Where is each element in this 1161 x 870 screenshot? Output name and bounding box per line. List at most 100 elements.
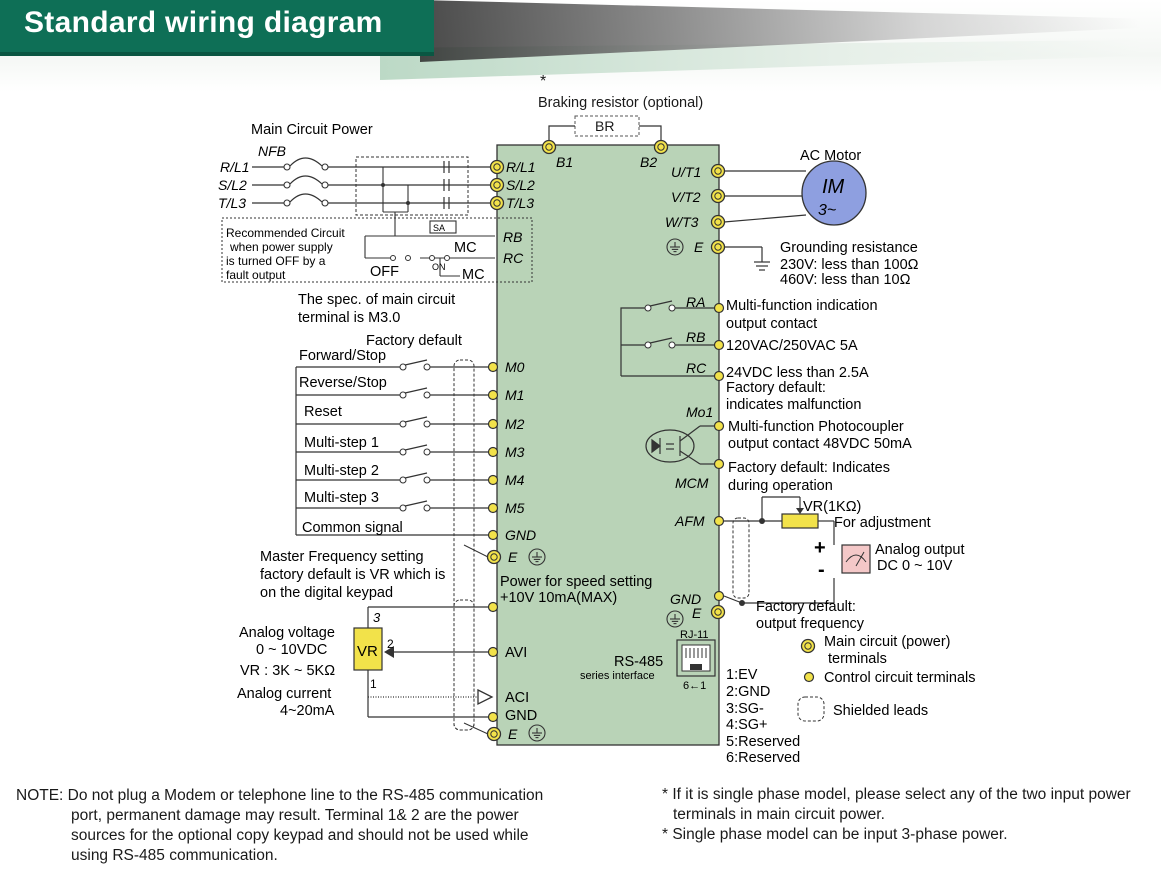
photocoupler-symbol bbox=[645, 429, 695, 463]
mc-label-upper: MC bbox=[454, 240, 477, 256]
motor-phase-label: 3~ bbox=[818, 202, 836, 219]
main-power-label: Main Circuit Power bbox=[251, 122, 373, 138]
input-label-reset: Reset bbox=[304, 404, 342, 420]
terminal-rc-relay: RC bbox=[686, 360, 707, 376]
afm-shield bbox=[732, 517, 750, 599]
power-line-s: S/L2 bbox=[218, 177, 247, 193]
recommended-box-upper bbox=[355, 156, 469, 216]
spec-note-1: The spec. of main circuit bbox=[298, 292, 455, 308]
legend-shield: Shielded leads bbox=[833, 703, 928, 719]
grounding-label-2: 230V: less than 100Ω bbox=[780, 257, 919, 273]
analog-meter-icon bbox=[841, 544, 871, 574]
input-shield bbox=[453, 359, 475, 731]
afm-minus: - bbox=[818, 559, 825, 581]
e-label-motor: E bbox=[694, 239, 704, 255]
photo-desc-3: Factory default: Indicates bbox=[728, 460, 890, 476]
rs485-pin-6: 6:Reserved bbox=[726, 750, 800, 766]
legend-main-1: Main circuit (power) bbox=[824, 634, 951, 650]
note-right-line-3: * Single phase model can be input 3-phas… bbox=[662, 826, 1008, 843]
note-left-line-1: NOTE: Do not plug a Modem or telephone l… bbox=[16, 787, 544, 804]
analog-voltage-label: Analog voltage bbox=[239, 625, 335, 641]
motor-im-label: IM bbox=[822, 176, 845, 198]
e-terminal-analog bbox=[486, 726, 502, 742]
pin3-label: 3 bbox=[373, 610, 381, 625]
master-freq-1: Master Frequency setting bbox=[260, 549, 424, 565]
note-right: * If it is single phase model, please se… bbox=[662, 785, 1161, 845]
power-line-r: R/L1 bbox=[220, 159, 250, 175]
terminal-avi: AVI bbox=[505, 645, 527, 661]
terminal-ra: RA bbox=[686, 294, 705, 310]
sa-label: SA bbox=[433, 223, 445, 233]
rj11-label: RJ-11 bbox=[680, 629, 709, 641]
afm-adjust-label: For adjustment bbox=[834, 515, 931, 531]
recommended-text-4: fault output bbox=[226, 268, 286, 282]
on-label: ON bbox=[432, 262, 446, 272]
title-box: Standard wiring diagram bbox=[0, 0, 434, 56]
braking-br-label: BR bbox=[595, 118, 614, 134]
page-title: Standard wiring diagram bbox=[24, 6, 383, 39]
terminal-m0: M0 bbox=[505, 359, 525, 375]
terminal-gnd: GND bbox=[505, 527, 536, 543]
grounding-label-3: 460V: less than 10Ω bbox=[780, 272, 911, 288]
terminal-gnd-afm: GND bbox=[670, 591, 701, 607]
input-label-ms2: Multi-step 2 bbox=[304, 463, 379, 479]
legend-control-terminal-icon bbox=[803, 671, 815, 683]
rs485-pin-4: 4:SG+ bbox=[726, 717, 768, 733]
recommended-text-2: when power supply bbox=[229, 240, 333, 254]
b1-terminal bbox=[541, 139, 557, 155]
terminal-rb-relay: RB bbox=[686, 329, 705, 345]
relay-desc-4: 24VDC less than 2.5A bbox=[726, 365, 869, 381]
terminal-mcm: MCM bbox=[675, 475, 709, 491]
legend-control: Control circuit terminals bbox=[824, 670, 976, 686]
e-terminal-input bbox=[486, 549, 502, 565]
analog-shield bbox=[453, 599, 475, 731]
terminal-sl2: S/L2 bbox=[506, 177, 535, 193]
photo-desc-4: during operation bbox=[728, 478, 833, 494]
legend-main-terminal-icon bbox=[800, 638, 816, 654]
input-label-reverse: Reverse/Stop bbox=[299, 375, 387, 391]
terminal-vt2: V/T2 bbox=[671, 189, 701, 205]
terminal-m4: M4 bbox=[505, 472, 525, 488]
analog-voltage-range: 0 ~ 10VDC bbox=[256, 642, 327, 658]
note-right-line-1: * If it is single phase model, please se… bbox=[662, 786, 1131, 803]
rs485-label: RS-485 bbox=[614, 654, 663, 670]
legend-main-2: terminals bbox=[828, 651, 887, 667]
master-freq-3: on the digital keypad bbox=[260, 585, 393, 601]
e-label-analog: E bbox=[508, 726, 518, 742]
spec-note-2: terminal is M3.0 bbox=[298, 310, 400, 326]
note-left-line-3: sources for the optional copy keypad and… bbox=[71, 827, 529, 844]
speed-power-1: Power for speed setting bbox=[500, 574, 652, 590]
input-label-ms1: Multi-step 1 bbox=[304, 435, 379, 451]
factory-default-label: Factory default bbox=[366, 333, 462, 349]
b2-terminal bbox=[653, 139, 669, 155]
motor-symbol bbox=[801, 160, 867, 226]
recommended-text-1: Recommended Circuit bbox=[226, 226, 345, 240]
e-terminal-afm bbox=[710, 604, 726, 620]
rb-terminal-label: RB bbox=[503, 229, 522, 245]
off-label: OFF bbox=[370, 264, 399, 280]
vr-box-label: VR bbox=[357, 643, 378, 660]
photo-desc-1: Multi-function Photocoupler bbox=[728, 419, 904, 435]
note-left-line-4: using RS-485 communication. bbox=[71, 847, 278, 864]
rc-terminal-label: RC bbox=[503, 250, 524, 266]
afm-factory-default-1: Factory default: bbox=[756, 599, 856, 615]
b2-label: B2 bbox=[640, 154, 657, 170]
input-label-common: Common signal bbox=[302, 520, 403, 536]
relay-desc-1: Multi-function indication bbox=[726, 298, 878, 314]
photo-desc-2: output contact 48VDC 50mA bbox=[728, 436, 912, 452]
note-left-line-2: port, permanent damage may result. Termi… bbox=[71, 807, 519, 824]
motor-label: AC Motor bbox=[800, 148, 861, 164]
terminal-m5: M5 bbox=[505, 500, 525, 516]
vr-box bbox=[353, 627, 383, 671]
rs485-pin-1: 1:EV bbox=[726, 667, 758, 683]
pin1-label: 1 bbox=[370, 677, 377, 691]
b1-label: B1 bbox=[556, 154, 573, 170]
relay-desc-3: 120VAC/250VAC 5A bbox=[726, 338, 858, 354]
terminal-rl1: R/L1 bbox=[506, 159, 536, 175]
legend-shield-icon bbox=[797, 696, 825, 722]
speed-power-2: +10V 10mA(MAX) bbox=[500, 590, 617, 606]
terminal-tl3: T/L3 bbox=[506, 195, 534, 211]
power-line-t: T/L3 bbox=[218, 195, 246, 211]
terminal-afm: AFM bbox=[674, 513, 705, 529]
